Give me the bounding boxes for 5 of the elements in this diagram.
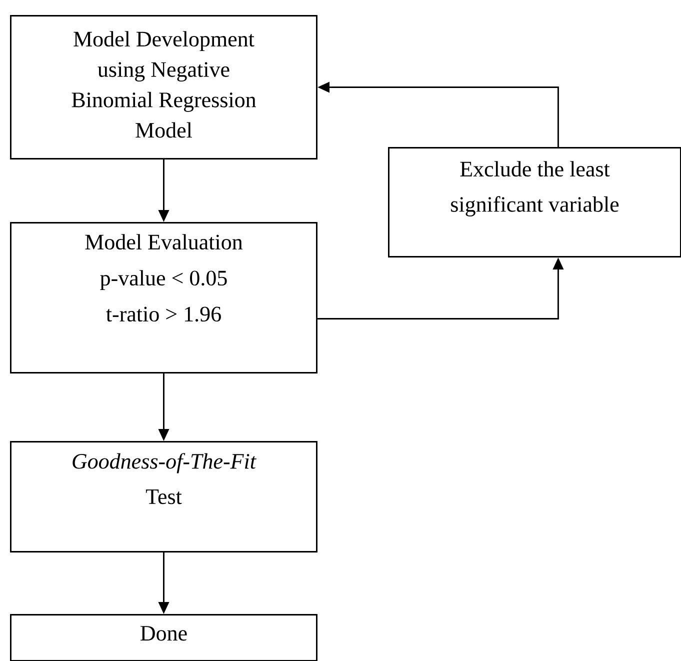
process-box: Exclude the least significant variable	[388, 147, 681, 258]
process-box: Goodness-of-The-Fit Test	[10, 441, 318, 552]
process-box: Model Evaluation p-value < 0.05 t-ratio > 1.96	[10, 222, 318, 374]
process-box: Done	[10, 614, 318, 661]
process-box: Model Development using Negative Binomial Regression Model	[10, 15, 318, 160]
